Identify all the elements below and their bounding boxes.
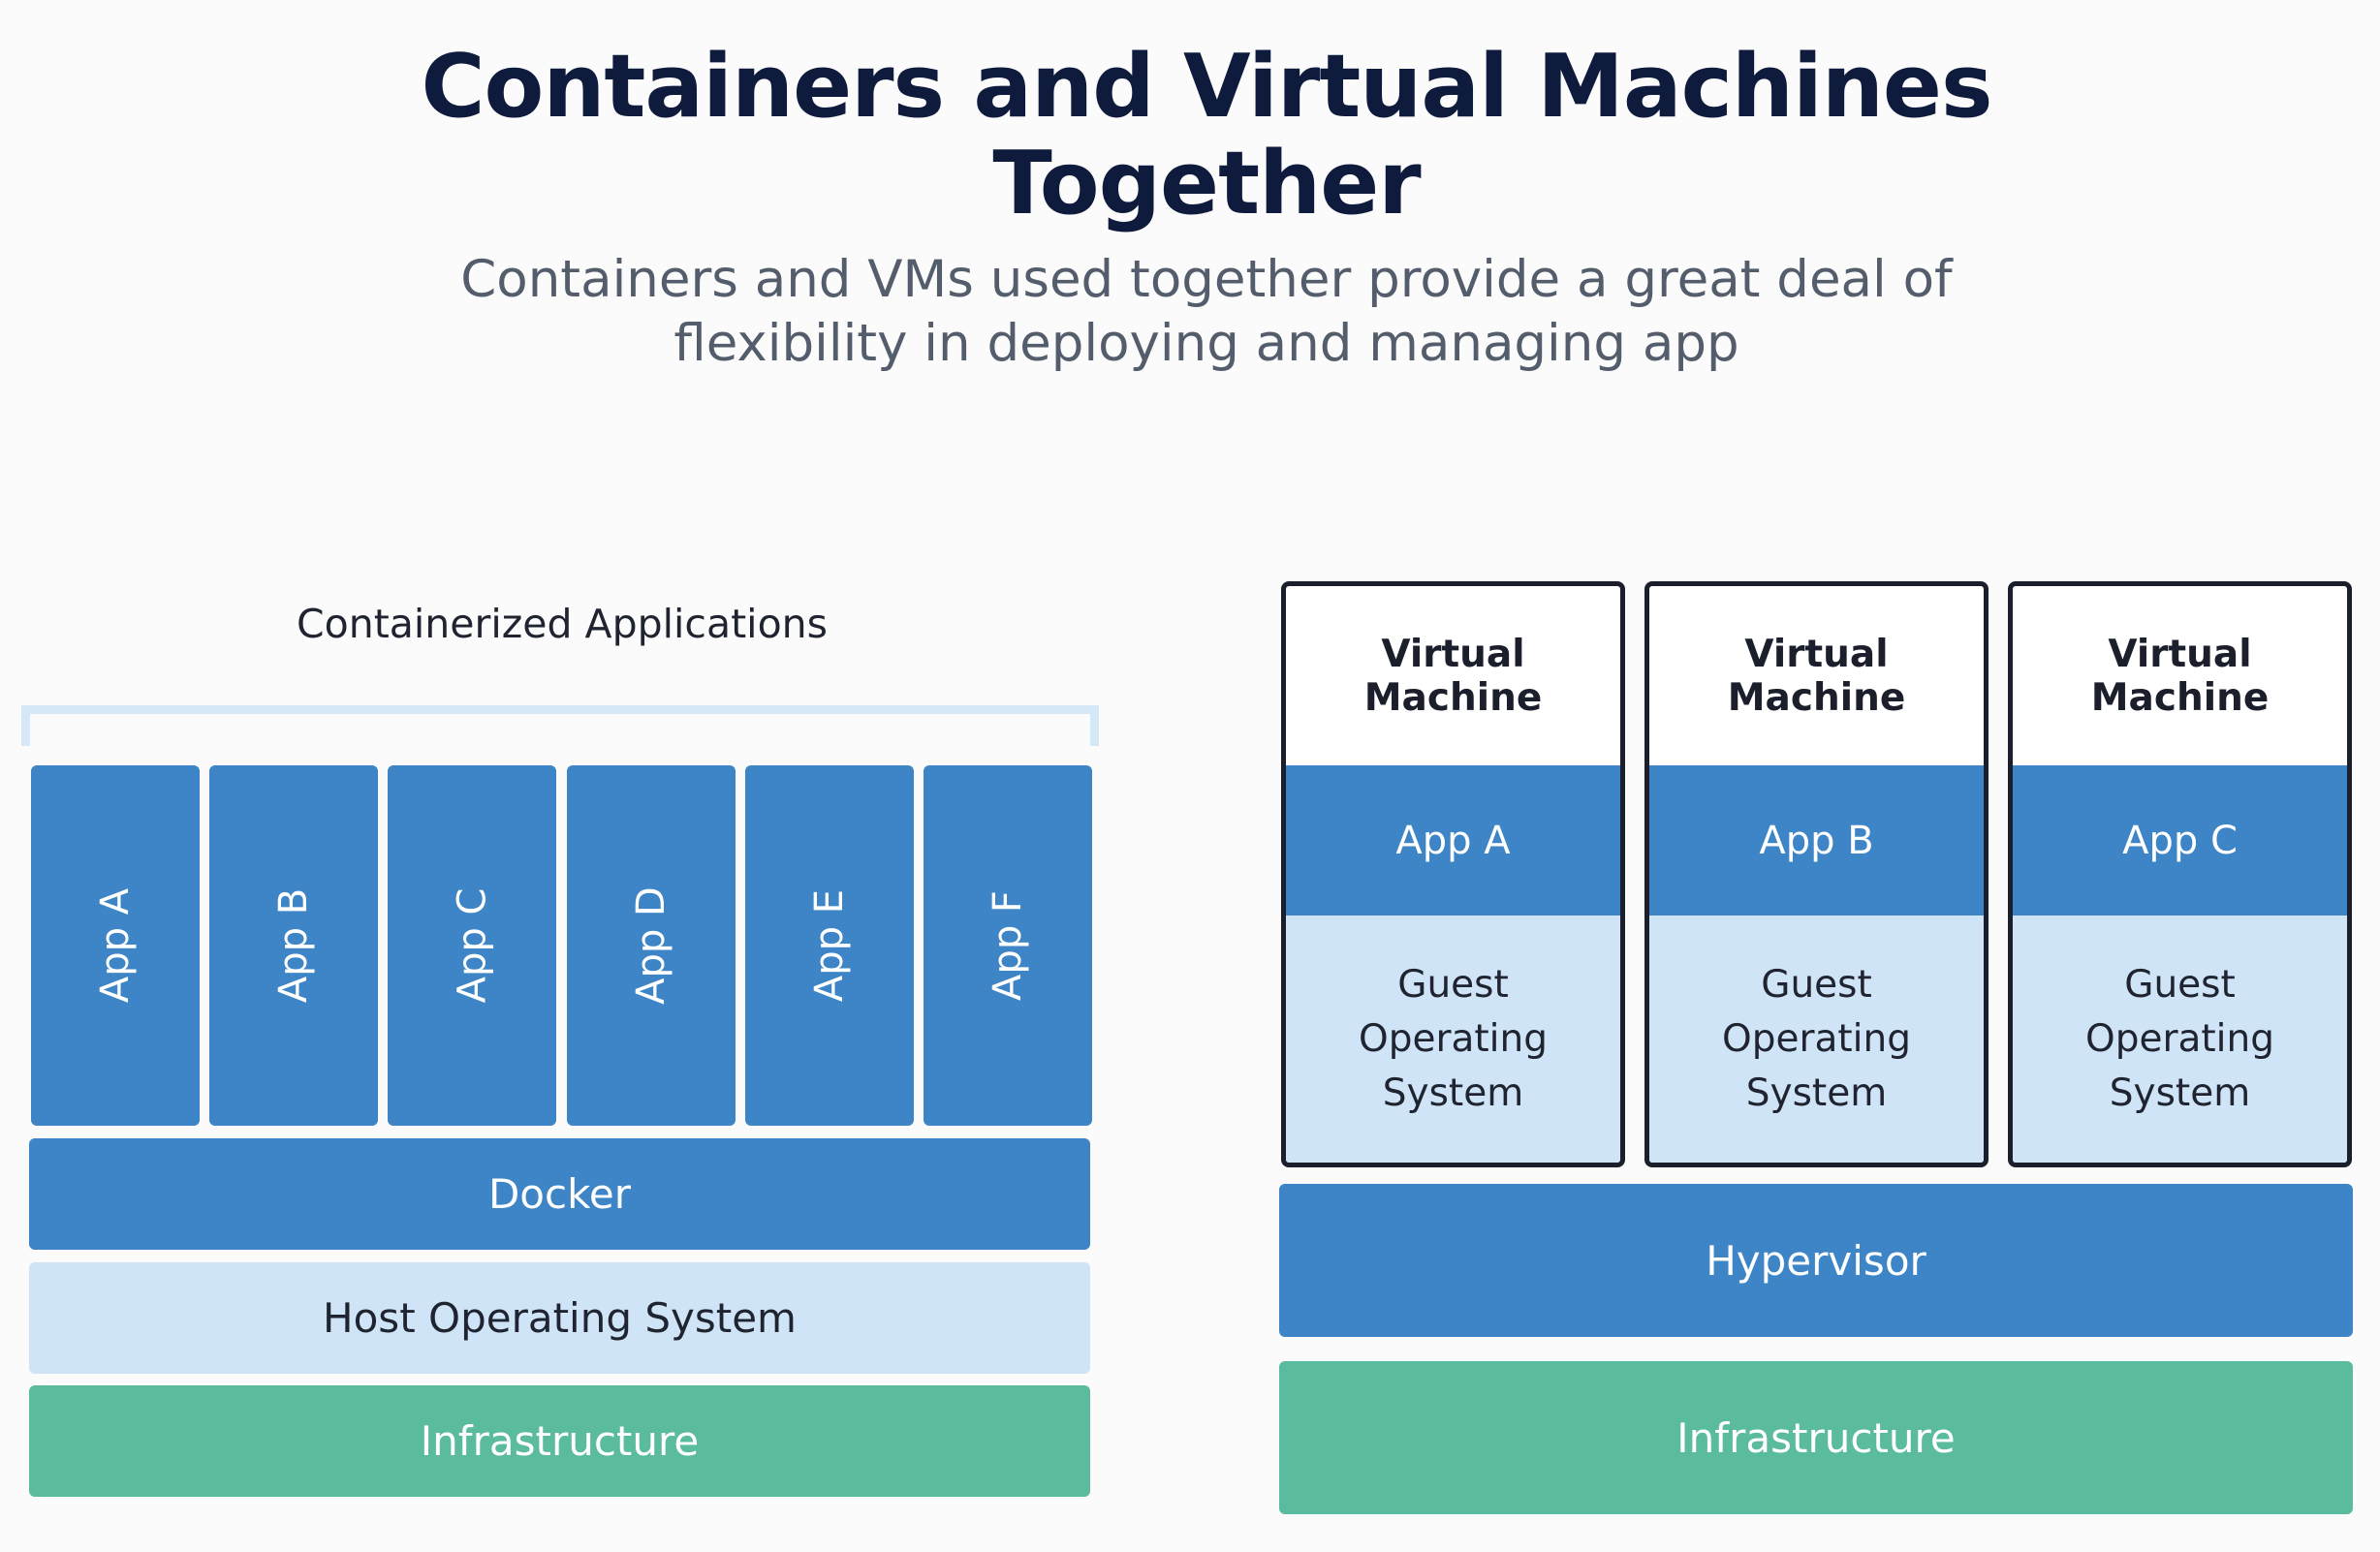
host-os-layer: Host Operating System [29, 1262, 1090, 1374]
page-title: Containers and Virtual Machines Together [0, 39, 2380, 233]
containerized-applications-bracket [21, 705, 1099, 746]
guest-os-line: Guest [1397, 962, 1509, 1007]
virtual-machine-b: Virtual Machine App B Guest Operating Sy… [1644, 581, 1989, 1167]
virtual-machine-a: Virtual Machine App A Guest Operating Sy… [1281, 581, 1625, 1167]
container-app-d: App D [567, 765, 736, 1126]
vm-title: Virtual Machine [1363, 632, 1543, 720]
container-app-b: App B [209, 765, 378, 1126]
guest-os-line: Operating [1359, 1016, 1548, 1061]
guest-os-line: System [1745, 1071, 1888, 1115]
vm-app: App A [1286, 765, 1620, 916]
title-line-2: Together [992, 133, 1421, 234]
infrastructure-layer-right: Infrastructure [1279, 1361, 2353, 1514]
guest-os-line: System [1382, 1071, 1524, 1115]
container-app-label: App F [986, 890, 1030, 1001]
container-app-f: App F [924, 765, 1092, 1126]
subtitle-line-1: Containers and VMs used together provide… [460, 250, 1953, 309]
vm-title: Virtual Machine [2090, 632, 2270, 720]
guest-os: Guest Operating System [1286, 916, 1620, 1163]
container-app-label: App D [628, 886, 673, 1005]
guest-os-line: System [2109, 1071, 2251, 1115]
container-app-label: App E [806, 888, 852, 1003]
guest-os-line: Guest [2124, 962, 2236, 1007]
guest-os-line: Operating [2085, 1016, 2274, 1061]
hypervisor-layer: Hypervisor [1279, 1184, 2353, 1337]
subtitle-line-2: flexibility in deploying and managing ap… [673, 314, 1739, 373]
guest-os: Guest Operating System [2013, 916, 2347, 1163]
guest-os: Guest Operating System [1649, 916, 1984, 1163]
vm-title: Virtual Machine [1727, 632, 1906, 720]
vm-app: App B [1649, 765, 1984, 916]
vm-app: App C [2013, 765, 2347, 916]
container-app-a: App A [31, 765, 200, 1126]
container-app-label: App A [92, 887, 138, 1004]
title-line-1: Containers and Virtual Machines [421, 36, 1992, 138]
docker-layer: Docker [29, 1138, 1090, 1250]
virtual-machine-c: Virtual Machine App C Guest Operating Sy… [2008, 581, 2352, 1167]
container-app-label: App B [271, 887, 316, 1004]
containerized-applications-label: Containerized Applications [297, 601, 828, 647]
guest-os-line: Operating [1722, 1016, 1911, 1061]
container-app-c: App C [388, 765, 556, 1126]
infrastructure-layer-left: Infrastructure [29, 1385, 1090, 1497]
guest-os-line: Guest [1761, 962, 1872, 1007]
container-app-e: App E [745, 765, 914, 1126]
page-subtitle: Containers and VMs used together provide… [0, 248, 2380, 376]
container-app-label: App C [449, 887, 494, 1004]
